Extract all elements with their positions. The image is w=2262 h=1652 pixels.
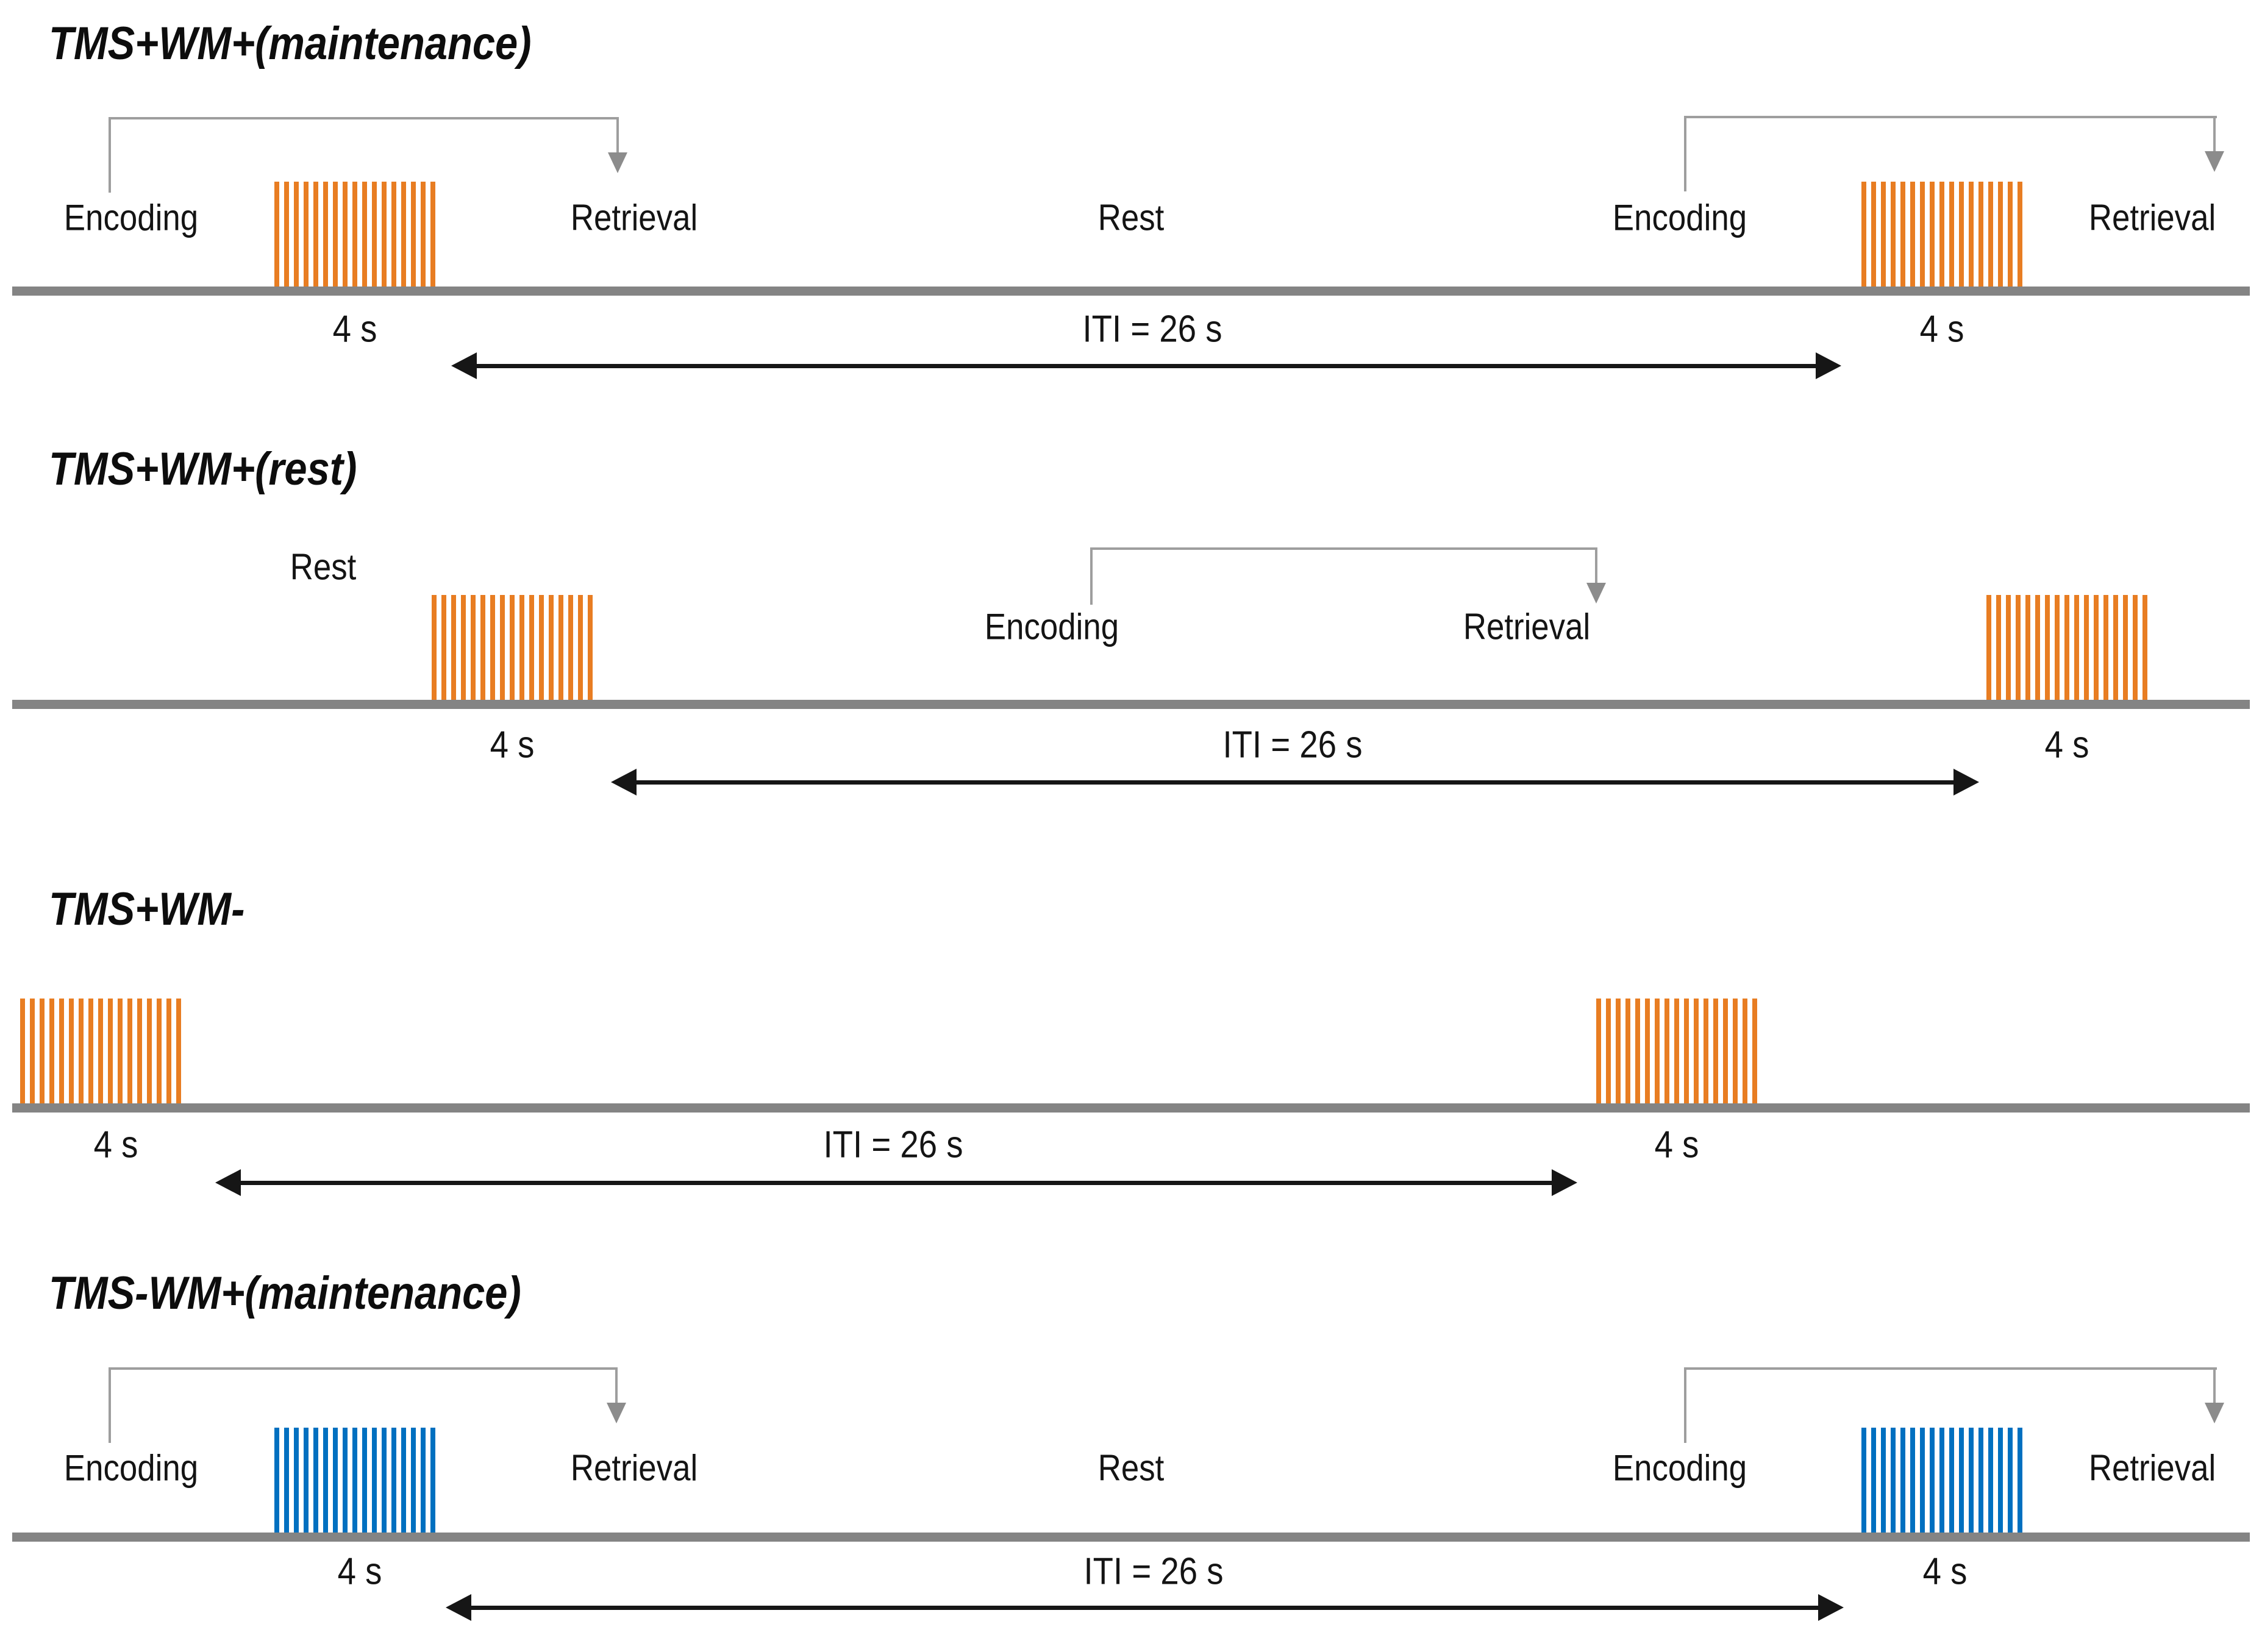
row-title: TMS-WM+(maintenance) [49,1267,521,1319]
iti-arrow [611,769,1979,796]
down-arrowhead-icon [1586,583,1606,603]
tms-pulse-train [274,182,435,287]
bracket-line [1595,547,1597,583]
right-arrowhead-icon [1818,1594,1844,1621]
tms-pulse-train [1986,595,2147,700]
right-arrowhead-icon [1953,769,1979,796]
tms-pulse-train [1861,182,2022,287]
tms-pulse-train [1861,1428,2022,1533]
arrow-line [234,1181,1559,1185]
bracket-line [1090,547,1093,605]
down-arrowhead-icon [608,152,627,173]
bracket-line [1685,1367,2217,1370]
arrow-line [629,780,1961,785]
task-label-retrieval: Retrieval [570,1447,698,1489]
duration-label: 4 s [490,724,535,766]
down-arrowhead-icon [2205,151,2224,172]
task-label-retrieval: Retrieval [570,197,698,238]
tms-pulse-train [1596,999,1757,1103]
tms-pulse-train [274,1428,435,1533]
bracket-line [110,1367,618,1370]
timeline [12,287,2250,296]
bracket-line [615,1367,618,1403]
iti-label: ITI = 26 s [1082,308,1222,351]
task-label-retrieval: Retrieval [1463,606,1591,647]
duration-label: 4 s [93,1123,138,1166]
iti-arrow [446,1594,1844,1621]
row-title: TMS+WM+(maintenance) [49,18,532,69]
bracket-line [2213,116,2216,151]
arrow-line [469,364,1823,368]
bracket-line [1684,116,1686,191]
timeline [12,1103,2250,1113]
row-title: TMS+WM- [49,883,245,935]
timeline [12,700,2250,709]
iti-label: ITI = 26 s [1222,724,1363,766]
iti-label: ITI = 26 s [823,1123,963,1166]
bracket-line [616,117,619,152]
bracket-line [109,1367,111,1443]
task-label-encoding: Encoding [63,1447,199,1489]
tms-pulse-train [432,595,593,700]
bracket-line [1684,1367,1686,1443]
iti-arrow [215,1169,1577,1196]
task-label-rest: Rest [290,546,357,588]
right-arrowhead-icon [1816,352,1841,379]
task-label-encoding: Encoding [984,606,1119,647]
bracket-line [1685,116,2217,118]
bracket-line [110,117,619,119]
iti-label: ITI = 26 s [1083,1550,1224,1593]
row-title: TMS+WM+(rest) [49,443,357,495]
bracket-line [109,117,111,193]
duration-label: 4 s [2044,724,2089,766]
duration-label: 4 s [1654,1123,1699,1166]
bracket-line [1091,547,1597,550]
tms-pulse-train [20,999,181,1103]
task-label-encoding: Encoding [1612,197,1747,238]
duration-label: 4 s [1922,1550,1968,1593]
task-label-encoding: Encoding [63,197,199,238]
down-arrowhead-icon [607,1403,626,1423]
duration-label: 4 s [1919,308,1964,351]
timeline [12,1533,2250,1542]
task-label-retrieval: Retrieval [2088,1447,2216,1489]
task-label-rest: Rest [1097,197,1165,238]
right-arrowhead-icon [1552,1169,1577,1196]
bracket-line [2213,1367,2216,1403]
task-label-retrieval: Retrieval [2088,197,2216,238]
iti-arrow [451,352,1841,379]
arrow-line [464,1606,1825,1610]
task-label-rest: Rest [1097,1447,1165,1489]
duration-label: 4 s [332,308,377,351]
duration-label: 4 s [337,1550,382,1593]
task-label-encoding: Encoding [1612,1447,1747,1489]
down-arrowhead-icon [2205,1403,2224,1423]
